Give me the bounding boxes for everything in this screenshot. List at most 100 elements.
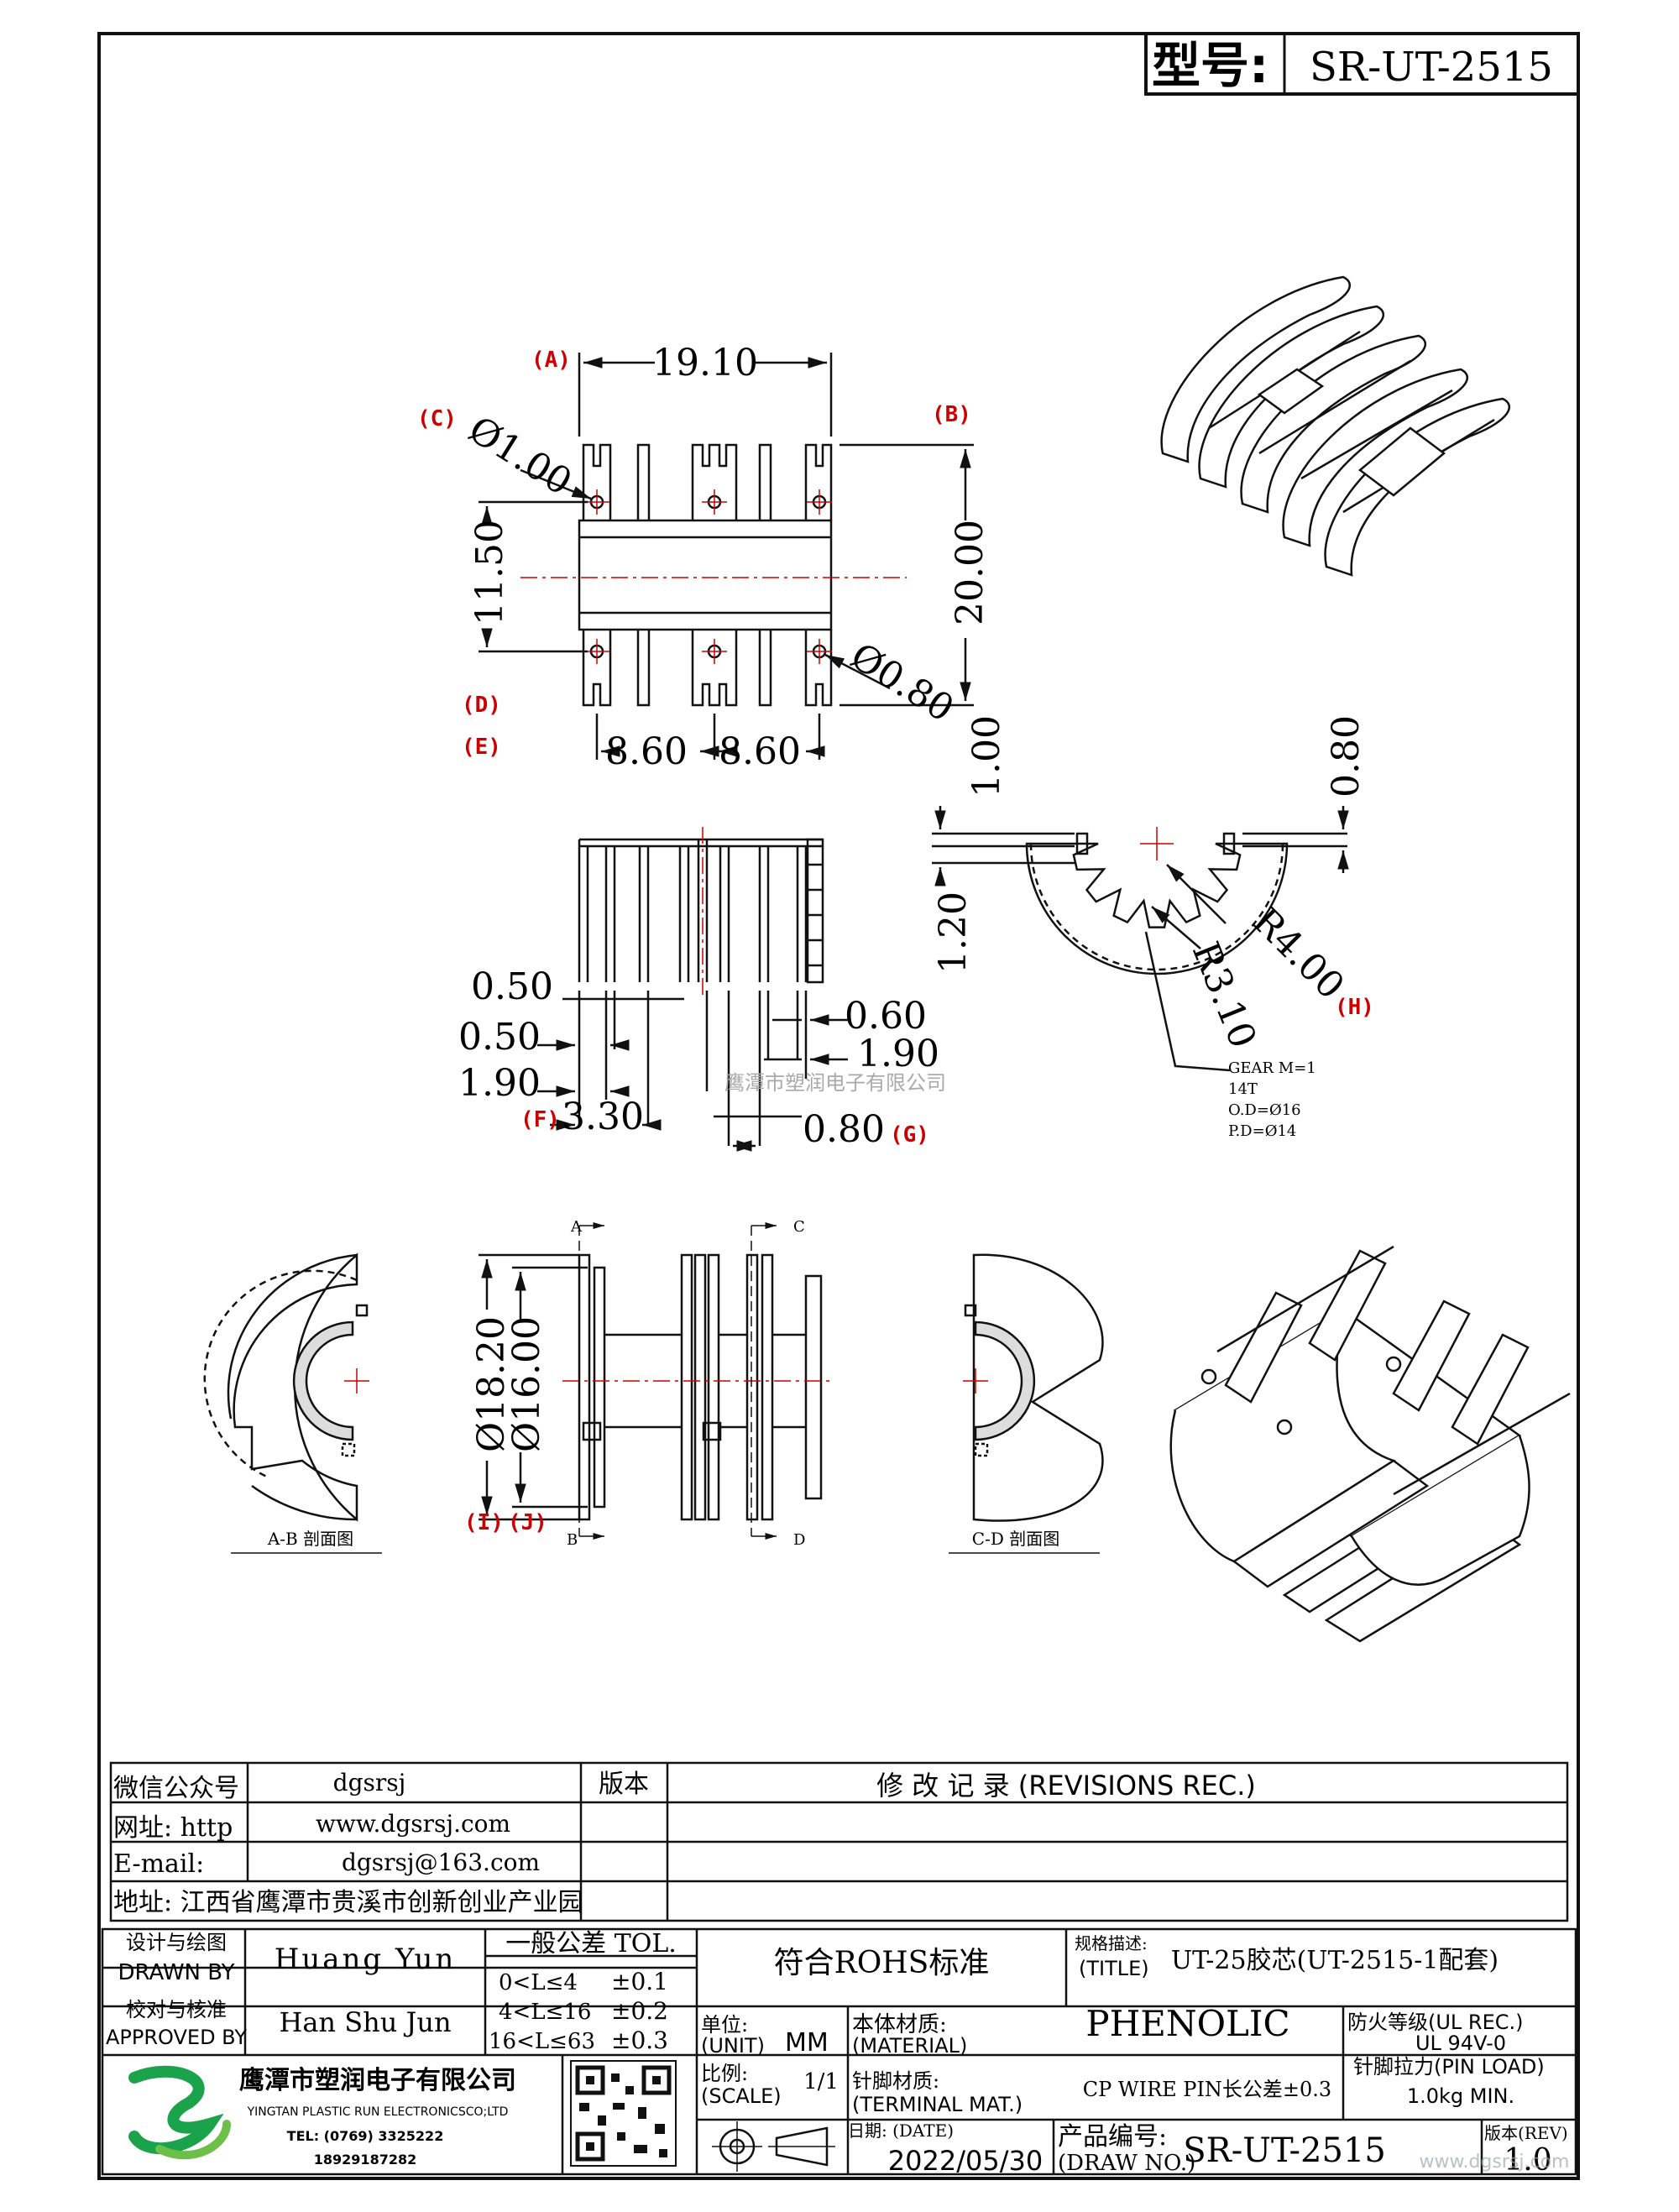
dim-d-inner: Ø16.00: [505, 1316, 548, 1452]
dim-gear-left: 1.20: [932, 892, 975, 974]
date-label: 日期: (DATE): [848, 2120, 954, 2141]
dim-side-2: 0.50: [458, 1016, 541, 1059]
info-label-web: 网址: http: [113, 1813, 233, 1843]
unit-label-en: (UNIT): [701, 2034, 765, 2058]
revisions-header: 修 改 记 录 (REVISIONS REC.): [876, 1770, 1256, 1801]
dim-half-right: 8.60: [719, 730, 801, 773]
section-cd: [949, 1253, 1104, 1554]
dim-side-5: 0.60: [845, 995, 927, 1038]
fire-label: 防火等级(UL REC.): [1347, 2011, 1524, 2034]
title-label-en: (TITLE): [1079, 1957, 1149, 1980]
dim-gear-top-right: 0.80: [1325, 715, 1368, 797]
rev-label: 版本(REV): [1484, 2123, 1568, 2143]
watermark: 鹰潭市塑润电子有限公司: [724, 1071, 946, 1095]
scale-label-en: (SCALE): [701, 2084, 782, 2108]
tol-value-2: ±0.2: [611, 1997, 668, 2025]
cut-mark-a: A: [570, 1218, 583, 1236]
dim-d-outer: Ø18.20: [470, 1316, 513, 1452]
draw-no-value: SR-UT-2515: [1183, 2131, 1386, 2170]
dim-gear-r-outer: R4.00: [1244, 900, 1352, 1008]
gear-note-2: 14T: [1228, 1080, 1258, 1098]
terminal-label-cn: 针脚材质:: [852, 2069, 939, 2093]
pin-load-label: 针脚拉力(PIN LOAD): [1353, 2055, 1545, 2079]
label-c: (C): [417, 406, 457, 431]
title-label-cn: 规格描述:: [1075, 1933, 1148, 1953]
dim-height: 20.00: [949, 520, 991, 625]
version-header: 版本: [599, 1770, 649, 1799]
drawn-label-cn: 设计与绘图: [126, 1931, 227, 1954]
label-f: (F): [520, 1107, 560, 1132]
company-en: YINGTAN PLASTIC RUN ELECTRONICSCO;LTD: [247, 2105, 509, 2119]
dim-side-7: 0.80: [803, 1108, 885, 1151]
cd-caption: C-D 剖面图: [972, 1529, 1059, 1549]
dim-half-left: 8.60: [605, 730, 688, 773]
company-cn: 鹰潭市塑润电子有限公司: [239, 2066, 516, 2095]
model-label: 型号:: [1152, 37, 1268, 94]
front-view: [479, 1221, 831, 1540]
tol-header: 一般公差 TOL.: [505, 1929, 677, 1958]
terminal-label-en: (TERMINAL MAT.): [852, 2093, 1023, 2116]
label-j: (J): [508, 1510, 547, 1535]
info-value-web: www.dgsrsj.com: [316, 1810, 510, 1838]
draw-no-label-en: (DRAW NO.): [1058, 2151, 1195, 2176]
tol-range-2: 4<L≤16: [499, 2000, 591, 2025]
info-label-address: 地址: 江西省鹰潭市贵溪市创新创业产业园: [113, 1888, 583, 1917]
unit-value: MM: [785, 2028, 829, 2058]
isometric-view-bottom: [1169, 1245, 1571, 1643]
dim-pitch-left: 11.50: [468, 520, 511, 625]
drawn-value: Huang Yun: [275, 1943, 457, 1976]
info-label-wechat: 微信公众号: [113, 1774, 239, 1803]
dim-width: 19.10: [652, 342, 758, 384]
tol-value-3: ±0.3: [611, 2026, 668, 2054]
dim-hole-c: Ø1.00: [461, 408, 579, 504]
fire-value: UL 94V-0: [1415, 2032, 1506, 2055]
rev-value: 1.0: [1504, 2143, 1551, 2178]
unit-label-cn: 单位:: [701, 2013, 748, 2037]
date-value: 2022/05/30: [888, 2145, 1043, 2177]
model-value: SR-UT-2515: [1310, 44, 1553, 91]
scale-label-cn: 比例:: [701, 2062, 748, 2085]
label-b: (B): [932, 402, 971, 427]
top-view: [479, 353, 974, 760]
title-value: UT-25胶芯(UT-2515-1配套): [1171, 1946, 1499, 1975]
sheet-border: [97, 32, 1580, 2180]
terminal-value: CP WIRE PIN长公差±0.3: [1083, 2078, 1331, 2101]
model-header: 型号: SR-UT-2515: [1144, 32, 1580, 96]
drawn-label-en: DRAWN BY: [118, 1960, 234, 1985]
dim-side-4: 3.30: [562, 1096, 644, 1138]
info-table: [109, 1761, 1569, 1922]
cut-mark-b: B: [567, 1531, 578, 1549]
dim-side-3: 1.90: [458, 1062, 541, 1105]
material-value: PHENOLIC: [1085, 2003, 1289, 2044]
label-d: (D): [462, 693, 501, 718]
label-e: (E): [462, 735, 501, 760]
info-value-email: dgsrsj@163.com: [342, 1849, 540, 1876]
rohs: 符合ROHS标准: [774, 1946, 990, 1980]
pin-load-value: 1.0kg MIN.: [1407, 2084, 1514, 2108]
label-h: (H): [1335, 995, 1374, 1020]
gear-note-4: P.D=Ø14: [1228, 1122, 1296, 1140]
approved-label-en: APPROVED BY: [106, 2026, 247, 2049]
gear-note-1: GEAR M=1: [1228, 1059, 1316, 1077]
gear-view: [932, 806, 1349, 1072]
label-a: (A): [531, 348, 571, 373]
approved-value: Han Shu Jun: [279, 2006, 451, 2038]
dim-gear-r-inner: R3.10: [1184, 936, 1264, 1054]
label-g: (G): [890, 1122, 929, 1148]
material-label-en: (MATERIAL): [852, 2034, 967, 2058]
dim-gear-top-left: 1.00: [965, 715, 1008, 797]
cut-mark-c: C: [793, 1218, 805, 1236]
section-ab: [203, 1252, 382, 1554]
scale-value: 1/1: [803, 2069, 839, 2094]
dim-side-6: 1.90: [857, 1033, 939, 1075]
dim-hole-d: Ø0.80: [843, 635, 961, 730]
qr-code-icon: [570, 2060, 677, 2167]
draw-no-label-cn: 产品编号:: [1058, 2122, 1167, 2152]
company-mobile: 18929187282: [314, 2152, 416, 2168]
material-label-cn: 本体材质:: [852, 2012, 947, 2037]
tol-range-3: 16<L≤63: [489, 2029, 595, 2054]
tol-range-1: 0<L≤4: [499, 1970, 578, 1995]
gear-note-3: O.D=Ø16: [1228, 1101, 1301, 1119]
label-i: (I): [464, 1510, 504, 1535]
